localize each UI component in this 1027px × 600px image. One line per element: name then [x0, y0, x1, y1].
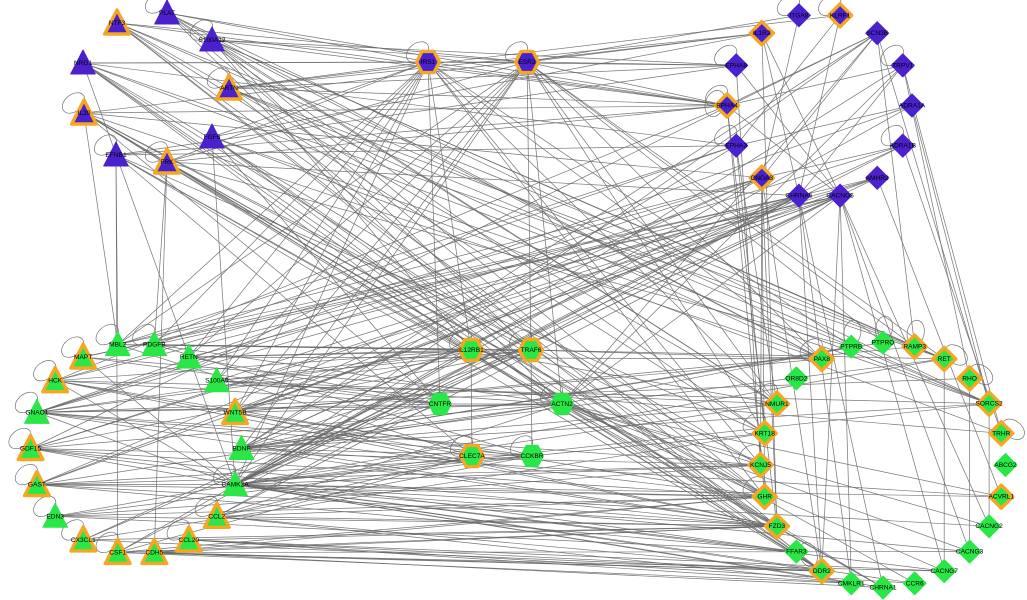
- svg-text:S100A9: S100A9: [205, 378, 229, 385]
- svg-text:RAMP3: RAMP3: [903, 344, 926, 351]
- svg-text:GHR: GHR: [757, 494, 772, 501]
- svg-text:ADRA1A: ADRA1A: [899, 103, 926, 110]
- svg-text:GAST: GAST: [28, 482, 46, 489]
- svg-text:CCKBR: CCKBR: [520, 453, 543, 460]
- svg-text:NTF3: NTF3: [109, 20, 126, 27]
- svg-text:CCR6: CCR6: [906, 580, 924, 587]
- svg-text:ACTN2: ACTN2: [551, 401, 573, 408]
- svg-text:HCK: HCK: [48, 378, 63, 385]
- svg-text:FGF6: FGF6: [204, 134, 221, 141]
- svg-text:CCL2: CCL2: [208, 513, 225, 520]
- svg-text:MAPT: MAPT: [74, 354, 92, 361]
- svg-text:PDGFB: PDGFB: [143, 342, 166, 349]
- svg-text:EPHA8: EPHA8: [725, 62, 747, 69]
- svg-text:RET: RET: [938, 356, 951, 363]
- svg-text:KRT18: KRT18: [754, 430, 775, 437]
- svg-text:CNGA3: CNGA3: [750, 175, 773, 182]
- svg-text:ARTN: ARTN: [220, 85, 238, 92]
- svg-text:CAMK2A: CAMK2A: [222, 482, 250, 489]
- svg-text:EPHA3: EPHA3: [725, 143, 747, 150]
- svg-text:ADRA1B: ADRA1B: [890, 143, 917, 150]
- svg-text:CX3CL1: CX3CL1: [71, 537, 96, 544]
- svg-text:KLRF1: KLRF1: [830, 12, 851, 19]
- svg-text:CCL20: CCL20: [179, 537, 200, 544]
- svg-text:PTPRO: PTPRO: [872, 340, 895, 347]
- svg-text:CNTFR: CNTFR: [429, 401, 452, 408]
- svg-text:SORCS2: SORCS2: [976, 401, 1003, 408]
- svg-text:CLEC7A: CLEC7A: [459, 453, 485, 460]
- svg-text:NMUR1: NMUR1: [765, 401, 789, 408]
- svg-text:CACNG3: CACNG3: [956, 549, 984, 556]
- svg-text:SCN3B: SCN3B: [866, 30, 889, 37]
- svg-text:PAX8: PAX8: [814, 356, 831, 363]
- svg-text:FZD3: FZD3: [769, 523, 786, 530]
- svg-text:PTPRB: PTPRB: [840, 344, 863, 351]
- svg-text:AMHR2: AMHR2: [866, 175, 889, 182]
- svg-text:WNT5B: WNT5B: [224, 409, 248, 416]
- svg-text:IL1R2: IL1R2: [753, 30, 771, 37]
- svg-text:OR8D2: OR8D2: [785, 375, 807, 382]
- svg-text:CACNG5: CACNG5: [826, 193, 854, 200]
- svg-text:TRPV1: TRPV1: [892, 62, 914, 69]
- svg-text:CSF1: CSF1: [109, 549, 126, 556]
- svg-text:MBL2: MBL2: [109, 342, 127, 349]
- svg-text:EFNB1: EFNB1: [105, 152, 127, 159]
- svg-text:IL20: IL20: [78, 110, 91, 117]
- svg-text:GNAO1: GNAO1: [25, 409, 48, 416]
- svg-text:CDH5: CDH5: [145, 549, 163, 556]
- svg-text:ESR2: ESR2: [518, 59, 536, 66]
- svg-text:CMKLR1: CMKLR1: [838, 580, 865, 587]
- svg-text:CACNG7: CACNG7: [930, 568, 958, 575]
- svg-text:RHO: RHO: [962, 375, 977, 382]
- svg-text:ACVRL1: ACVRL1: [988, 494, 1014, 501]
- svg-text:EDN3: EDN3: [46, 513, 64, 520]
- svg-text:DDR2: DDR2: [813, 568, 831, 575]
- svg-text:FRK: FRK: [160, 159, 174, 166]
- svg-text:CHRNA1: CHRNA1: [869, 585, 896, 592]
- svg-text:KCNJ5: KCNJ5: [750, 462, 771, 469]
- svg-text:CHRNA5: CHRNA5: [785, 193, 812, 200]
- svg-text:S100A12: S100A12: [198, 37, 225, 44]
- svg-text:PLAT: PLAT: [159, 10, 175, 17]
- svg-text:ITGA8: ITGA8: [789, 12, 808, 19]
- svg-text:FFAR3: FFAR3: [786, 549, 807, 556]
- svg-text:EPHA4: EPHA4: [716, 103, 738, 110]
- svg-text:BDNF: BDNF: [233, 446, 251, 453]
- svg-text:ABCG2: ABCG2: [994, 462, 1017, 469]
- svg-text:GDF15: GDF15: [20, 446, 42, 453]
- svg-text:IL12RB1: IL12RB1: [458, 347, 484, 354]
- svg-text:CACNG2: CACNG2: [975, 523, 1003, 530]
- svg-text:IRS1: IRS1: [421, 59, 436, 66]
- svg-text:TRAF6: TRAF6: [521, 347, 542, 354]
- svg-text:TRHR: TRHR: [992, 430, 1011, 437]
- svg-text:RETN: RETN: [180, 354, 198, 361]
- svg-text:NRG1: NRG1: [74, 60, 93, 67]
